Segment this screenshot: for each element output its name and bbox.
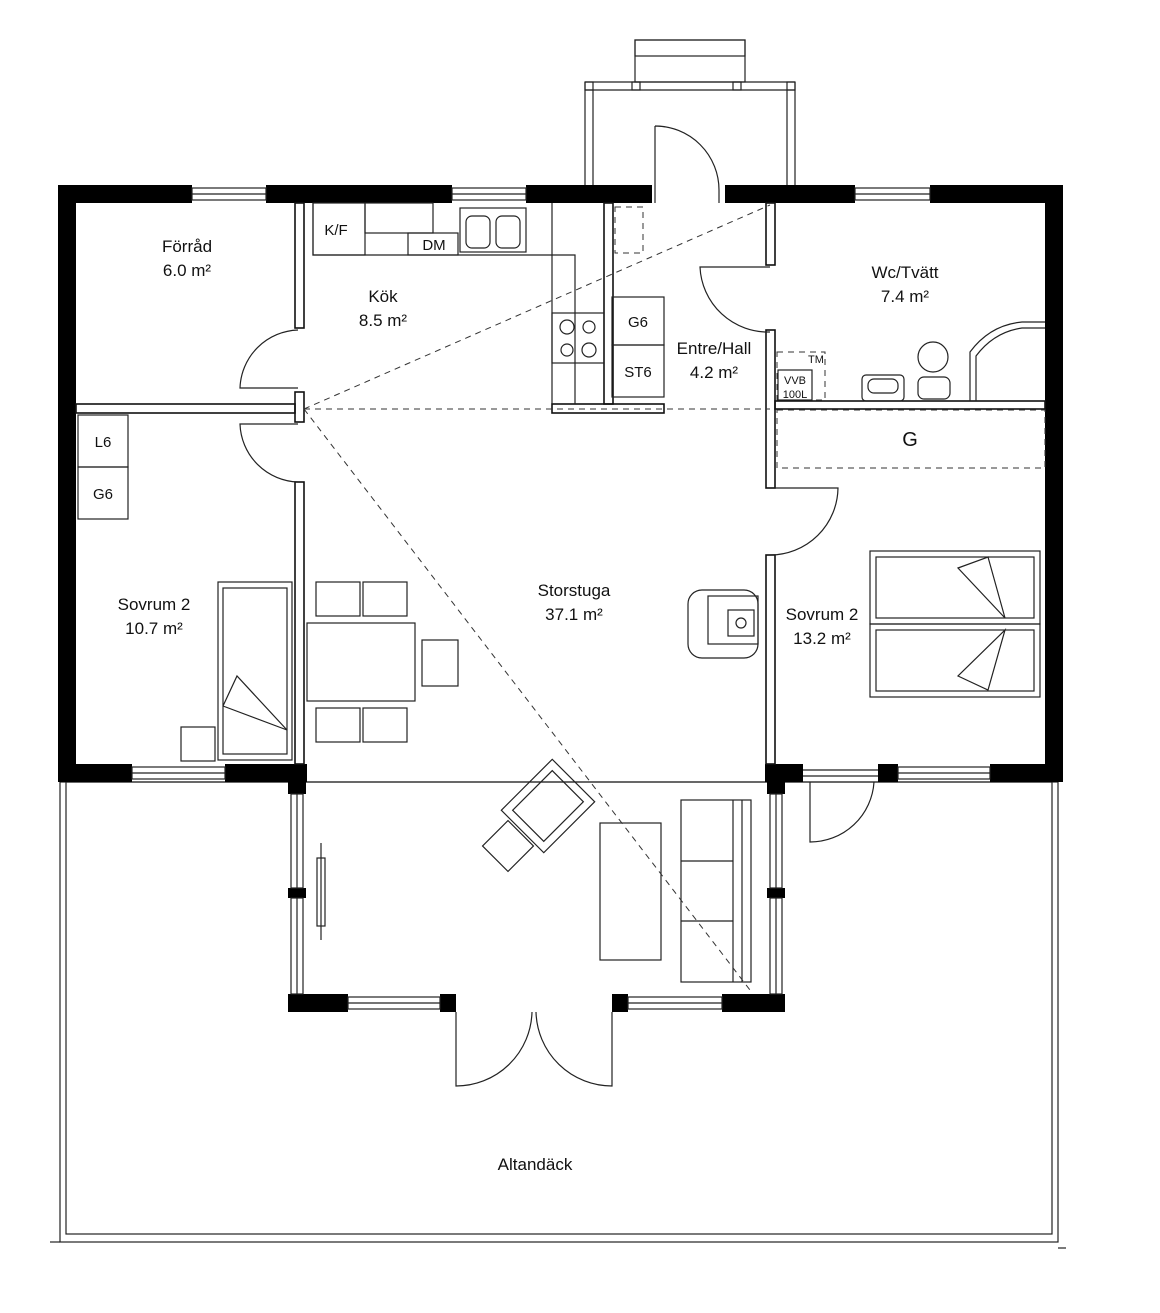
living-furniture — [306, 581, 759, 983]
water-heater-label: VVB — [784, 375, 806, 387]
room-area-forrad: 6.0 m² — [163, 261, 212, 280]
tumble-dryer-label: TM — [808, 354, 824, 366]
room-name-sovrum-left: Sovrum 2 — [118, 595, 191, 614]
room-labels: Förråd 6.0 m² Kök 8.5 m² Entre/Hall 4.2 … — [118, 237, 939, 1174]
kitchen-fixtures — [312, 202, 665, 404]
room-name-storstuga: Storstuga — [538, 581, 611, 600]
dishwasher-label: DM — [422, 237, 445, 254]
outer-walls — [58, 185, 1063, 1012]
room-area-sovrum-left: 10.7 m² — [125, 619, 183, 638]
right-bedroom-beds — [869, 550, 1041, 698]
room-area-storstuga: 37.1 m² — [545, 605, 603, 624]
room-name-sovrum-right: Sovrum 2 — [786, 605, 859, 624]
deck-outline — [50, 781, 1066, 1249]
water-heater-volume-label: 100L — [783, 389, 807, 401]
sight-lines — [303, 204, 771, 991]
room-name-entre: Entre/Hall — [677, 339, 752, 358]
room-area-wc: 7.4 m² — [881, 287, 930, 306]
cabinet-g6-kitchen-label: G6 — [628, 314, 648, 331]
room-name-wc: Wc/Tvätt — [871, 263, 938, 282]
left-bedroom-fixtures — [77, 414, 293, 762]
fridge-freezer-label: K/F — [324, 222, 347, 239]
room-area-kok: 8.5 m² — [359, 311, 408, 330]
entrance-porch — [584, 39, 796, 186]
cabinet-l6-label: L6 — [95, 434, 112, 451]
room-name-altandack: Altandäck — [498, 1155, 573, 1174]
cabinet-st6-label: ST6 — [624, 364, 652, 381]
room-name-forrad: Förråd — [162, 237, 212, 256]
doors — [239, 125, 878, 1087]
cabinet-g6-left-label: G6 — [93, 486, 113, 503]
room-area-sovrum-right: 13.2 m² — [793, 629, 851, 648]
room-name-kok: Kök — [368, 287, 398, 306]
room-area-entre: 4.2 m² — [690, 363, 739, 382]
fixture-labels: K/F DM G6 ST6 L6 G6 TM VVB 100L G — [93, 222, 918, 503]
wc-fixtures — [776, 321, 1046, 469]
wardrobe-g-label: G — [902, 429, 918, 451]
windows — [131, 187, 991, 1010]
